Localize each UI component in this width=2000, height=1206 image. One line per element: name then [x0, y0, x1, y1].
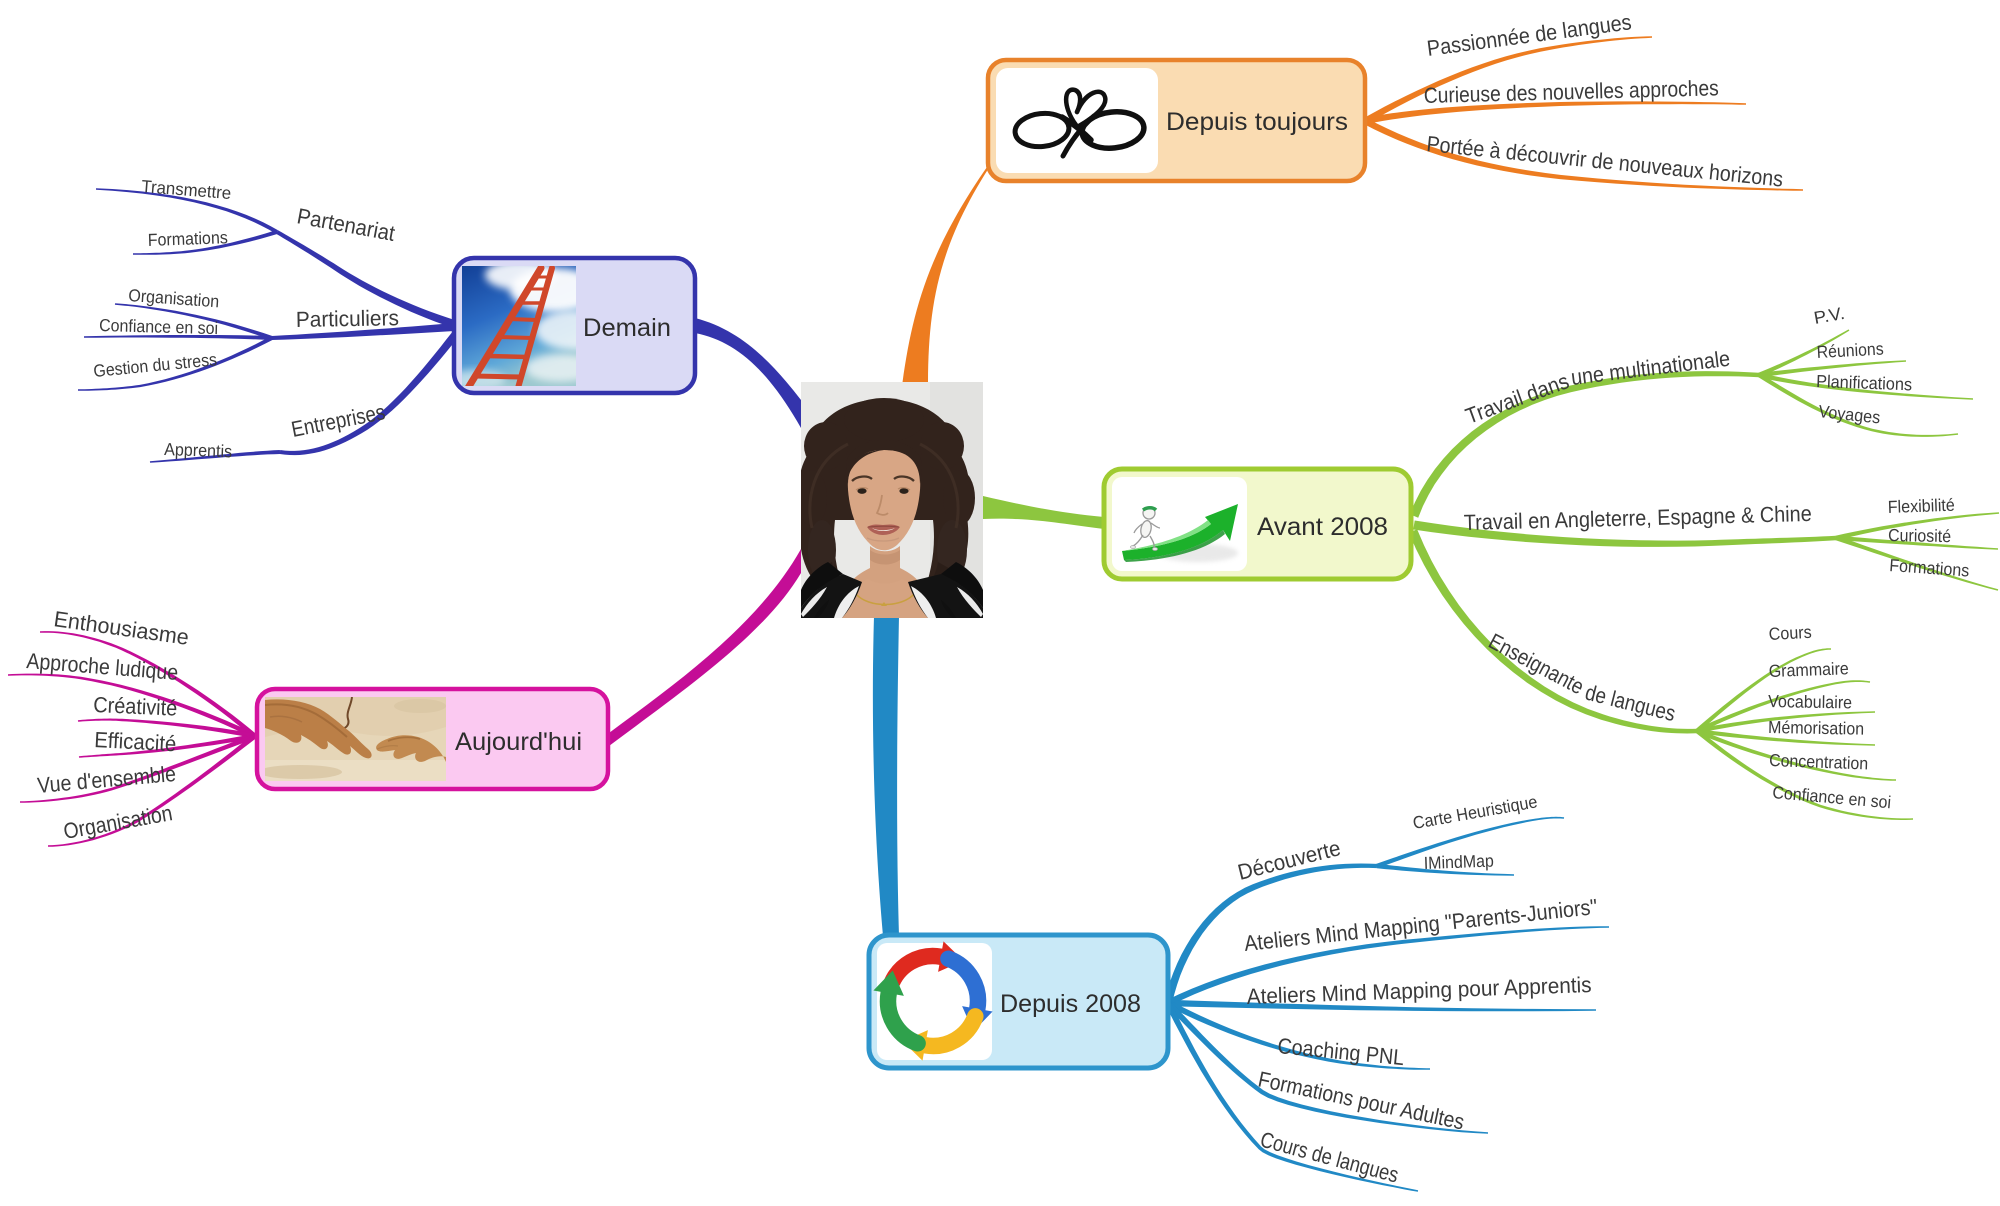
svg-text:Efficacité: Efficacité: [94, 727, 177, 756]
svg-text:Concentration: Concentration: [1769, 750, 1869, 773]
svg-text:Grammaire: Grammaire: [1768, 658, 1849, 681]
svg-text:IMindMap: IMindMap: [1423, 851, 1494, 873]
svg-text:Planifications: Planifications: [1816, 371, 1913, 394]
svg-text:Cours: Cours: [1768, 622, 1812, 644]
svg-text:Aujourd'hui: Aujourd'hui: [455, 728, 582, 756]
svg-text:Apprentis: Apprentis: [164, 439, 233, 461]
svg-text:Curiosité: Curiosité: [1888, 525, 1951, 546]
svg-text:Flexibilité: Flexibilité: [1887, 495, 1955, 517]
svg-text:Avant 2008: Avant 2008: [1257, 513, 1388, 541]
svg-text:Formations: Formations: [147, 227, 228, 250]
svg-text:Confiance en soi: Confiance en soi: [99, 315, 218, 338]
svg-text:Depuis 2008: Depuis 2008: [1000, 990, 1141, 1018]
svg-text:Particuliers: Particuliers: [296, 305, 399, 332]
svg-text:Mémorisation: Mémorisation: [1768, 717, 1864, 739]
svg-text:Depuis toujours: Depuis toujours: [1166, 108, 1348, 136]
svg-text:Créativité: Créativité: [93, 692, 178, 721]
svg-text:Vocabulaire: Vocabulaire: [1768, 691, 1852, 712]
svg-text:Demain: Demain: [583, 314, 671, 342]
svg-text:Réunions: Réunions: [1816, 339, 1884, 362]
